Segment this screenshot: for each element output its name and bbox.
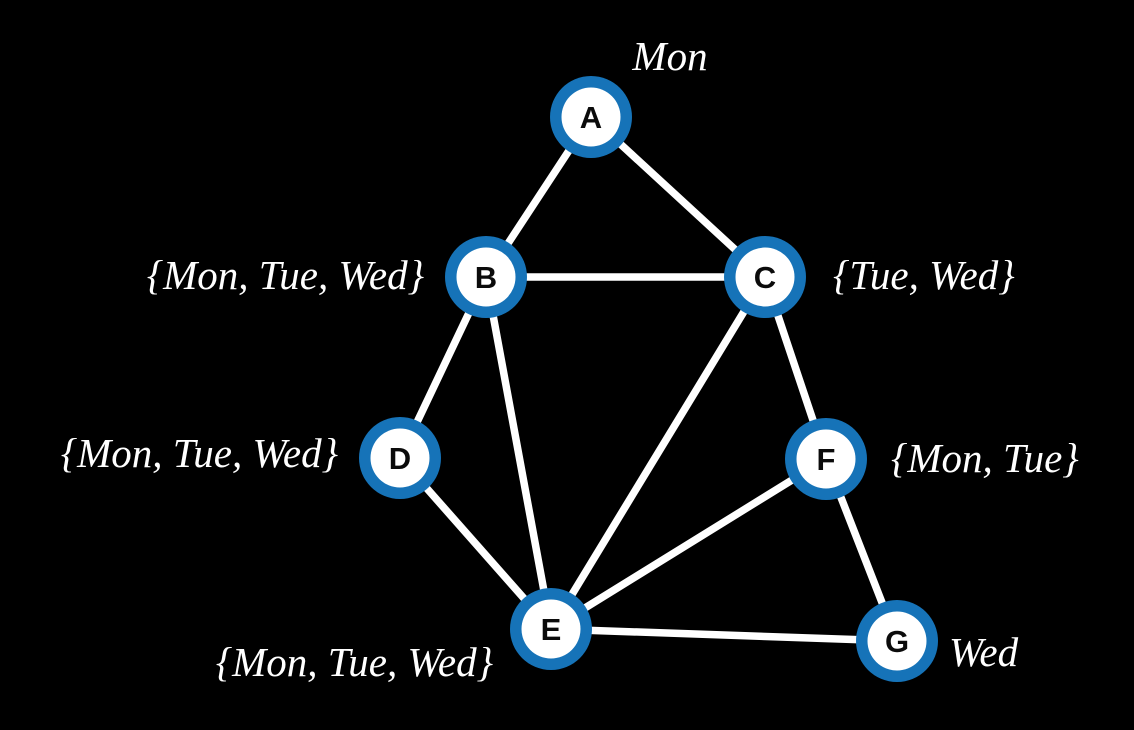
node-E: E [510,588,592,670]
domain-label-D: {Mon, Tue, Wed} [61,430,339,476]
node-C-letter: C [754,260,776,295]
node-G-letter: G [885,624,909,659]
node-C: C [724,236,806,318]
edge-B-E [482,273,555,633]
node-G-fill [867,611,927,671]
edge-E-F [547,455,830,633]
domain-label-B: {Mon, Tue, Wed} [147,252,425,298]
nodes-layer: A B C D E F G [359,76,938,682]
node-F-letter: F [817,442,836,477]
node-A-fill [561,87,621,147]
edge-C-E [547,273,769,633]
node-A: A [550,76,632,158]
node-B-letter: B [475,260,497,295]
node-D: D [359,417,441,499]
node-C-fill [735,247,795,307]
domain-label-F: {Mon, Tue} [891,435,1079,481]
domain-label-A: Mon [631,33,707,79]
node-E-letter: E [541,612,562,647]
domain-label-G: Wed [949,629,1019,675]
labels-layer: Mon {Mon, Tue, Wed} {Tue, Wed} {Mon, Tue, W… [61,33,1080,685]
node-F-fill [796,429,856,489]
edges-layer [396,113,901,645]
node-G: G [856,600,938,682]
node-B: B [445,236,527,318]
node-D-letter: D [389,441,411,476]
node-E-fill [521,599,581,659]
node-B-fill [456,247,516,307]
domain-label-C: {Tue, Wed} [833,252,1015,298]
domain-label-E: {Mon, Tue, Wed} [216,639,494,685]
node-F: F [785,418,867,500]
edge-E-G [547,625,901,645]
node-A-letter: A [580,100,602,135]
node-D-fill [370,428,430,488]
